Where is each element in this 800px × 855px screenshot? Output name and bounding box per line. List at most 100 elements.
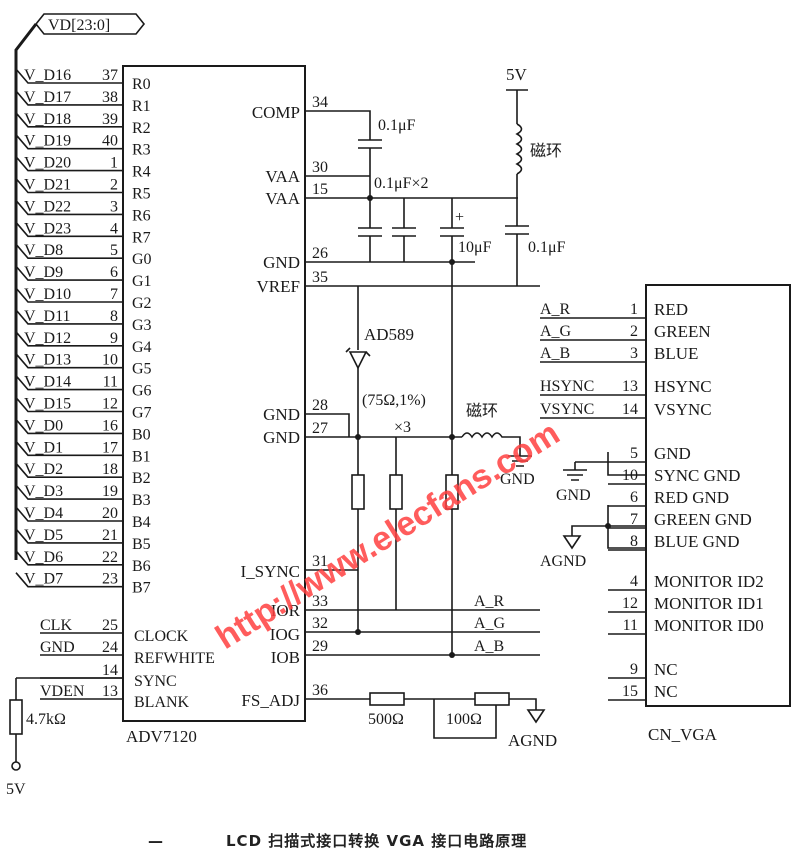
pin-name: R6 <box>132 207 151 224</box>
pin-name: IOG <box>270 625 300 644</box>
pin-number: 4 <box>110 220 118 237</box>
ferrite-top-label: 磁环 <box>530 142 562 160</box>
pin-name: FS_ADJ <box>241 691 300 710</box>
pin-name: R2 <box>132 120 151 137</box>
pin-name: GREEN <box>654 322 711 341</box>
pin-net: CLK <box>40 617 72 634</box>
ferrite-mid-label: 磁环 <box>466 402 498 420</box>
pin-number: 3 <box>630 345 638 362</box>
pin-name: SYNC <box>134 673 177 690</box>
pin-name: CLOCK <box>134 628 189 645</box>
pin-net: VDEN <box>40 683 85 700</box>
pin-name: B1 <box>132 448 151 465</box>
cap-polarity: + <box>455 209 464 226</box>
pin-name: B4 <box>132 514 151 531</box>
pin-name: R1 <box>132 98 151 115</box>
pin-net: A_G <box>540 323 572 340</box>
pin-name: GREEN GND <box>654 510 752 529</box>
cap-01u-label: 0.1μF <box>528 239 566 256</box>
pin-name: R0 <box>132 76 151 93</box>
pin-net: V_D4 <box>24 505 63 522</box>
pin-number: 10 <box>102 352 118 369</box>
pin-number: 20 <box>102 505 118 522</box>
pin-number: 38 <box>102 89 118 106</box>
pin-net: V_D5 <box>24 527 63 544</box>
pullup-value: 4.7kΩ <box>26 711 66 728</box>
pin-name: B2 <box>132 470 151 487</box>
pin-net: V_D0 <box>24 417 63 434</box>
vga-body <box>645 284 791 707</box>
pin-number: 40 <box>102 133 118 150</box>
pin-number: 3 <box>110 198 118 215</box>
pin-name: SYNC GND <box>654 466 740 485</box>
pin-number: 1 <box>630 301 638 318</box>
vga-agnd-label: AGND <box>540 553 586 570</box>
pin-number: 18 <box>102 461 118 478</box>
r100-label: 100Ω <box>446 711 482 728</box>
pin-name: R3 <box>132 142 151 159</box>
pin-name: G0 <box>132 251 152 268</box>
r500-label: 500Ω <box>368 711 404 728</box>
pin-name: VREF <box>257 277 300 296</box>
pin-number: 28 <box>312 397 328 414</box>
pin-name: REFWHITE <box>134 650 215 667</box>
pin-number: 31 <box>312 553 328 570</box>
pin-name: HSYNC <box>654 377 712 396</box>
pin-name: BLUE <box>654 344 698 363</box>
pin-name: G4 <box>132 339 152 356</box>
pin-name: R4 <box>132 164 151 181</box>
pin-number: 2 <box>110 177 118 194</box>
pin-name: G1 <box>132 273 152 290</box>
gnd-label: GND <box>500 471 535 488</box>
pin-number: 13 <box>102 683 118 700</box>
pin-number: 12 <box>622 595 638 612</box>
pin-number: 9 <box>630 661 638 678</box>
pin-net: VSYNC <box>540 401 594 418</box>
pin-name: G6 <box>132 383 152 400</box>
adv7120-analog-pins: 34COMP30VAA15VAA26GND35VREF28GND27GND31I… <box>240 94 328 710</box>
adv7120-name: ADV7120 <box>126 727 197 746</box>
pin-number: 14 <box>622 401 638 418</box>
pin-number: 27 <box>312 420 328 437</box>
pin-number: 32 <box>312 615 328 632</box>
caption-dash: — <box>148 832 164 850</box>
pin-net: A_B <box>540 345 570 362</box>
pin-name: G2 <box>132 295 152 312</box>
pin-number: 35 <box>312 269 328 286</box>
pin-number: 7 <box>110 286 118 303</box>
pin-net: V_D9 <box>24 264 63 281</box>
load-res-mult: ×3 <box>394 419 411 436</box>
pin-name: VAA <box>265 189 300 208</box>
pin-name: GND <box>263 428 300 447</box>
pin-name: NC <box>654 682 678 701</box>
pin-number: 19 <box>102 483 118 500</box>
pin-name: G3 <box>132 317 152 334</box>
bus-label: VD[23:0] <box>48 17 110 34</box>
